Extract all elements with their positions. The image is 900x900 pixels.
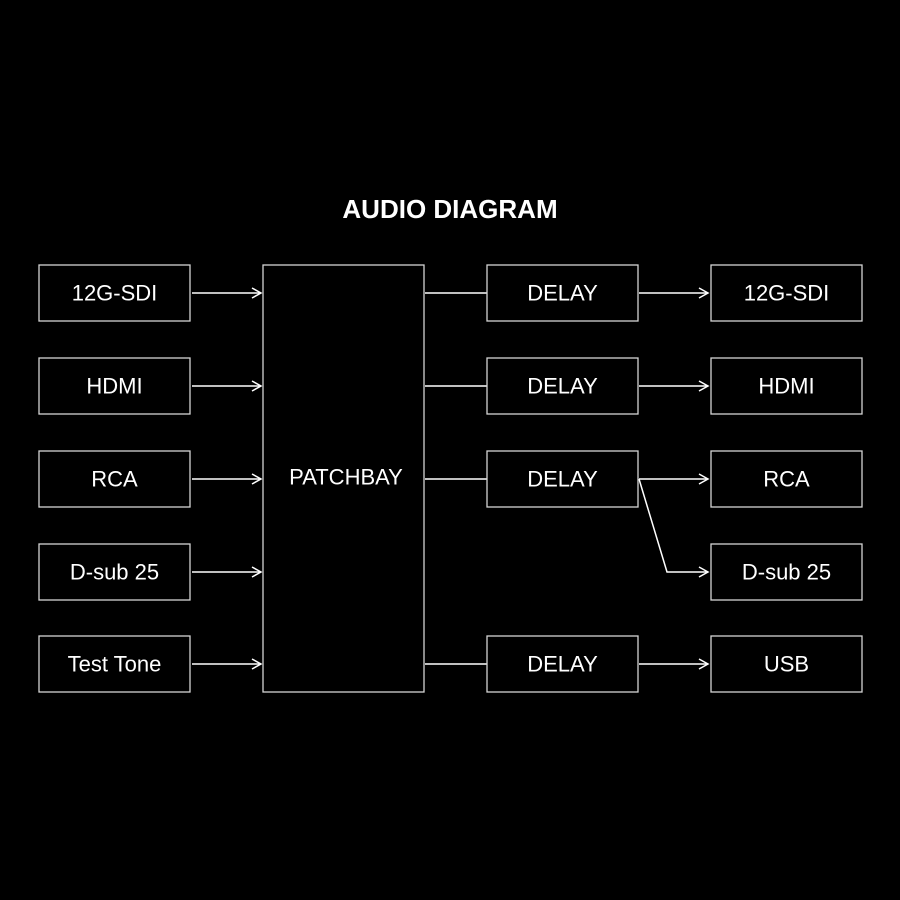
output-label: USB [764,652,809,677]
delay-node-1: DELAY [486,264,639,322]
input-node-rca: RCA [38,450,191,508]
inputs-column: 12G-SDI HDMI RCA D-sub 25 Test Tone [38,264,191,693]
patchbay-label: PATCHBAY [289,465,403,490]
input-node-dsub25: D-sub 25 [38,543,191,601]
patchbay-node: PATCHBAY [262,264,425,693]
delay-label: DELAY [527,467,598,492]
input-label: 12G-SDI [72,281,158,306]
delay-node-2: DELAY [486,357,639,415]
delay-label: DELAY [527,652,598,677]
delay-node-4: DELAY [486,635,639,693]
output-node-dsub25: D-sub 25 [710,543,863,601]
output-node-rca: RCA [710,450,863,508]
input-node-test-tone: Test Tone [38,635,191,693]
output-label: RCA [763,467,810,492]
delay-label: DELAY [527,281,598,306]
delay-node-3: DELAY [486,450,639,508]
input-label: Test Tone [68,652,162,677]
input-node-hdmi: HDMI [38,357,191,415]
delays-column: DELAY DELAY DELAY DELAY [486,264,639,693]
output-label: 12G-SDI [744,281,830,306]
arrow-connector [638,478,710,578]
input-node-12g-sdi: 12G-SDI [38,264,191,322]
outputs-column: 12G-SDI HDMI RCA D-sub 25 USB [710,264,863,693]
input-label: RCA [91,467,138,492]
output-label: D-sub 25 [742,560,831,585]
connectors [192,287,710,670]
output-label: HDMI [758,374,814,399]
input-label: HDMI [86,374,142,399]
output-node-usb: USB [710,635,863,693]
output-node-hdmi: HDMI [710,357,863,415]
output-node-12g-sdi: 12G-SDI [710,264,863,322]
delay-label: DELAY [527,374,598,399]
diagram-title: AUDIO DIAGRAM [342,194,557,224]
input-label: D-sub 25 [70,560,159,585]
